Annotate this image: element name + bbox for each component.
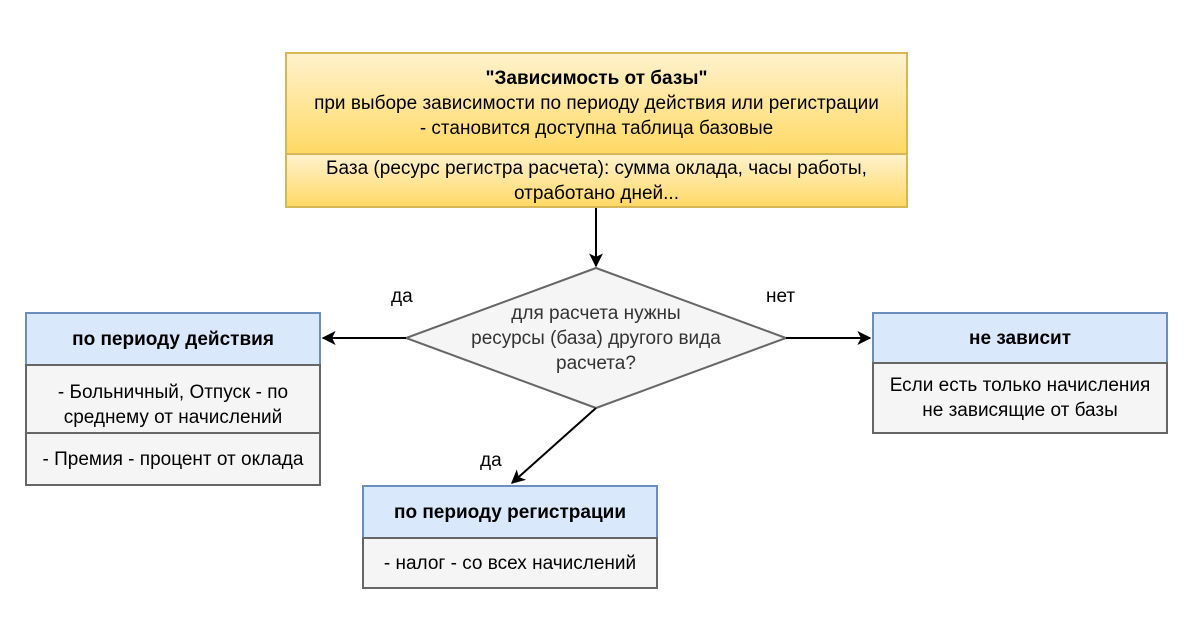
decision-line3: расчета?: [556, 352, 636, 374]
top-box-title: "Зависимость от базы": [485, 68, 708, 89]
left-box-item1-line1: - Больничный, Отпуск - по: [57, 382, 289, 403]
bottom-box-body-text: - налог - со всех начислений: [383, 552, 637, 574]
right-box-body-line2: не зависящие от базы: [922, 400, 1118, 421]
right-box-body-line1: Если есть только начисления: [889, 375, 1151, 396]
top-box-header: "Зависимость от базы" при выборе зависим…: [285, 52, 908, 155]
top-box-line3: - становится доступна таблица базовые: [419, 118, 774, 139]
left-box-title: по периоду действия: [25, 312, 321, 366]
top-box-line2: при выборе зависимости по периоду действ…: [314, 93, 879, 114]
decision-line1: для расчета нужны: [511, 302, 681, 324]
top-box: "Зависимость от базы" при выборе зависим…: [285, 52, 908, 208]
left-box-item2: - Премия - процент от оклада: [25, 432, 321, 486]
left-box-item1-line2: среднему от начислений: [63, 407, 283, 428]
bottom-box-title: по периоду регистрации: [362, 485, 658, 539]
edge-label-no-right: нет: [766, 286, 796, 307]
decision-line2: ресурсы (база) другого вида: [471, 327, 721, 349]
left-box-item2-text: - Премия - процент от оклада: [42, 448, 304, 470]
top-box-body-line1: База (ресурс регистра расчета): сумма ок…: [326, 157, 867, 179]
right-box-body: Если есть только начисления не зависящие…: [872, 362, 1168, 434]
edge-decision-to-bottom: [510, 407, 597, 484]
right-box-title: не зависит: [872, 312, 1168, 364]
decision-text: для расчета нужны ресурсы (база) другого…: [450, 300, 742, 376]
top-box-body-line2: отработано дней...: [513, 182, 679, 204]
right-box: не зависит Если есть только начисления н…: [872, 312, 1168, 434]
bottom-box-body: - налог - со всех начислений: [362, 537, 658, 589]
edge-label-yes-left: да: [391, 286, 413, 307]
edge-label-yes-bottom: да: [480, 450, 502, 471]
top-box-body: База (ресурс регистра расчета): сумма ок…: [285, 153, 908, 208]
bottom-box: по периоду регистрации - налог - со всех…: [362, 485, 658, 589]
